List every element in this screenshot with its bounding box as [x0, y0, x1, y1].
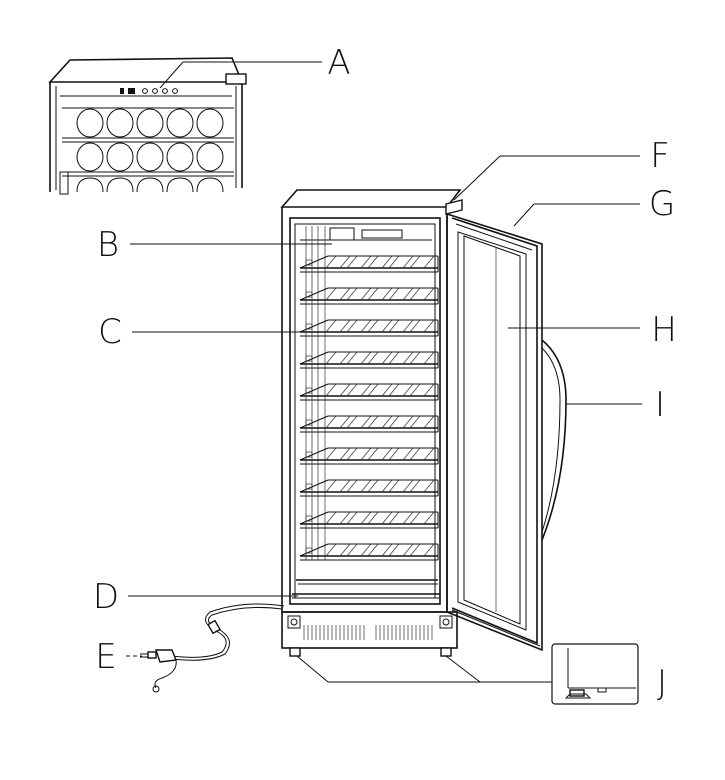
wine-bottles	[76, 108, 224, 193]
bottle-end	[166, 108, 194, 138]
callout-b: B	[96, 225, 120, 265]
bottle-end	[76, 108, 104, 138]
bottle-end	[76, 142, 104, 172]
callout-c: C	[98, 312, 122, 352]
bottle-end	[166, 177, 194, 193]
bottle-end	[106, 108, 134, 138]
callout-e: E	[95, 637, 117, 677]
bottle-end	[106, 177, 134, 193]
bottom-tray	[292, 579, 440, 599]
shelf	[299, 319, 439, 337]
shelf	[299, 287, 439, 305]
shelf	[299, 543, 439, 561]
callout-f: F	[650, 136, 670, 176]
shelf	[299, 415, 439, 433]
callout-i: I	[654, 385, 666, 425]
shelf	[299, 351, 439, 369]
shelf	[299, 255, 439, 273]
wooden-shelves	[299, 255, 439, 561]
bottle-end	[136, 177, 164, 193]
shelf	[299, 479, 439, 497]
bottle-end	[196, 177, 224, 193]
shelf	[299, 447, 439, 465]
bottle-end	[166, 142, 194, 172]
shelf	[299, 383, 439, 401]
bottle-end	[106, 142, 134, 172]
bottle-end	[196, 108, 224, 138]
bottle-end	[136, 108, 164, 138]
wine-cooler-cabinet	[280, 189, 463, 657]
control-buttons	[120, 88, 178, 94]
callout-d: D	[92, 577, 120, 617]
leader-lines	[126, 61, 642, 683]
callout-h: H	[651, 310, 677, 350]
base-grille	[281, 611, 458, 657]
bottle-end	[196, 142, 224, 172]
bottle-end	[76, 177, 104, 193]
inset-control-panel	[48, 57, 247, 195]
callout-j: J	[656, 663, 668, 703]
power-cord	[140, 603, 285, 693]
glass-door	[446, 212, 567, 652]
bottle-end	[136, 142, 164, 172]
callout-a: A	[327, 43, 351, 83]
inset-leveling-foot	[551, 643, 639, 705]
callout-g: G	[648, 184, 676, 224]
shelf	[299, 511, 439, 529]
